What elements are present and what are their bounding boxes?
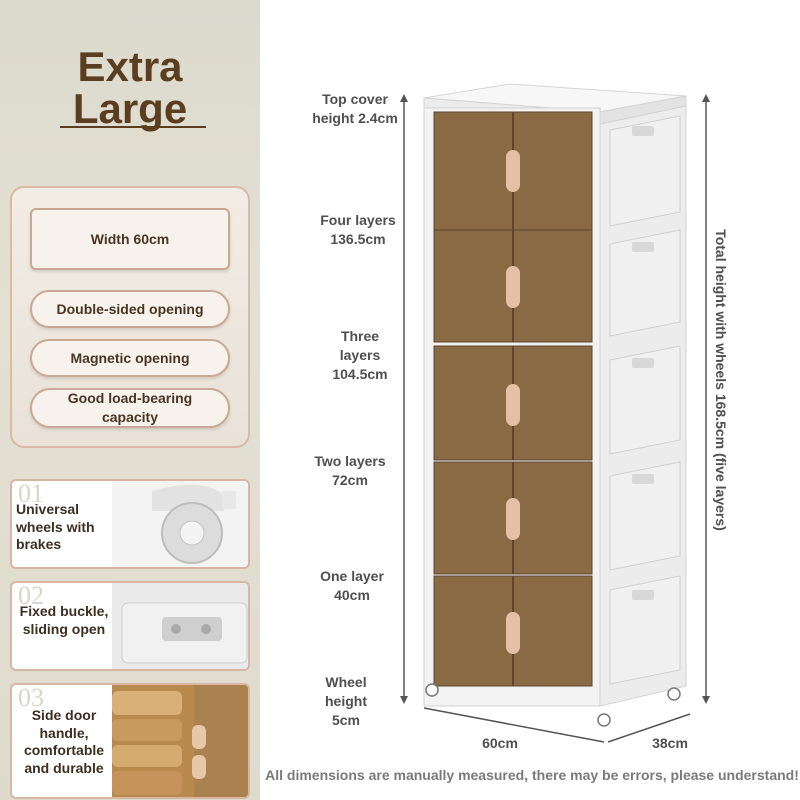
thumbnail-number: 02 — [18, 581, 44, 610]
dim-depth: 38cm — [652, 735, 688, 751]
buckle-icon — [112, 583, 248, 669]
thumbnail-caption: Side door handle, comfortable and durabl… — [23, 707, 105, 776]
dim-one-layer: One layer 40cm — [320, 568, 384, 603]
feature-load-bearing: Good load-bearing capacity — [30, 388, 230, 428]
disclaimer-note: All dimensions are manually measured, th… — [265, 767, 799, 783]
dim-four-layers: Four layers 136.5cm — [320, 212, 396, 247]
feature-double-sided: Double-sided opening — [30, 290, 230, 328]
thumbnail-handle: 03 Side door handle, comfortable and dur… — [10, 683, 250, 799]
title-line-1: Extra — [77, 43, 183, 90]
dim-wheel-height: Wheel height 5cm — [325, 674, 367, 728]
thumbnail-wheels: 01 Universal wheels with brakes — [10, 479, 250, 569]
dim-total-height: Total height with wheels 168.5cm (five l… — [713, 229, 729, 531]
thumbnail-buckle: 02 Fixed buckle, sliding open — [10, 581, 250, 671]
thumbnail-number: 01 — [18, 479, 44, 508]
feature-magnetic: Magnetic opening — [30, 339, 230, 377]
dim-width: 60cm — [482, 735, 518, 751]
dim-two-layers: Two layers 72cm — [314, 453, 386, 488]
folded-clothes-icon — [112, 685, 248, 797]
thumbnail-number: 03 — [18, 683, 44, 712]
title-underline — [60, 126, 206, 128]
title-line-2: Large — [72, 85, 188, 132]
feature-width: Width 60cm — [30, 208, 230, 270]
caster-wheel-icon — [112, 481, 248, 567]
dim-top-cover: Top cover height 2.4cm — [312, 91, 398, 126]
dim-three-layers: Three layers 104.5cm — [332, 328, 388, 382]
thumbnail-caption: Fixed buckle, sliding open — [19, 603, 109, 637]
thumbnail-caption: Universal wheels with brakes — [16, 501, 95, 552]
